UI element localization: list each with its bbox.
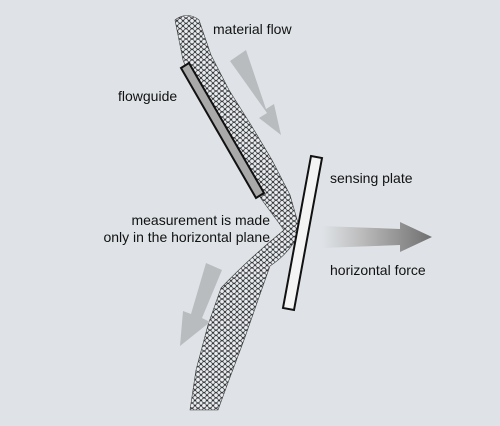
material-flow-arrow-lower [180, 263, 222, 346]
material-flow-label: material flow [213, 21, 292, 37]
sensing-plate-label: sensing plate [330, 170, 413, 186]
horizontal-force-label: horizontal force [330, 262, 426, 278]
measurement-note-line-2: only in the horizontal plane [103, 229, 270, 245]
horizontal-force-arrow [322, 222, 432, 252]
material-stream [174, 15, 301, 411]
measurement-note: measurement is made only in the horizont… [103, 212, 270, 246]
sensing-plate [281, 154, 324, 312]
flowguide-plate [179, 61, 266, 200]
measurement-note-line-1: measurement is made [131, 212, 270, 228]
material-flow-arrow-upper [230, 50, 281, 135]
flowguide-label: flowguide [118, 88, 178, 104]
